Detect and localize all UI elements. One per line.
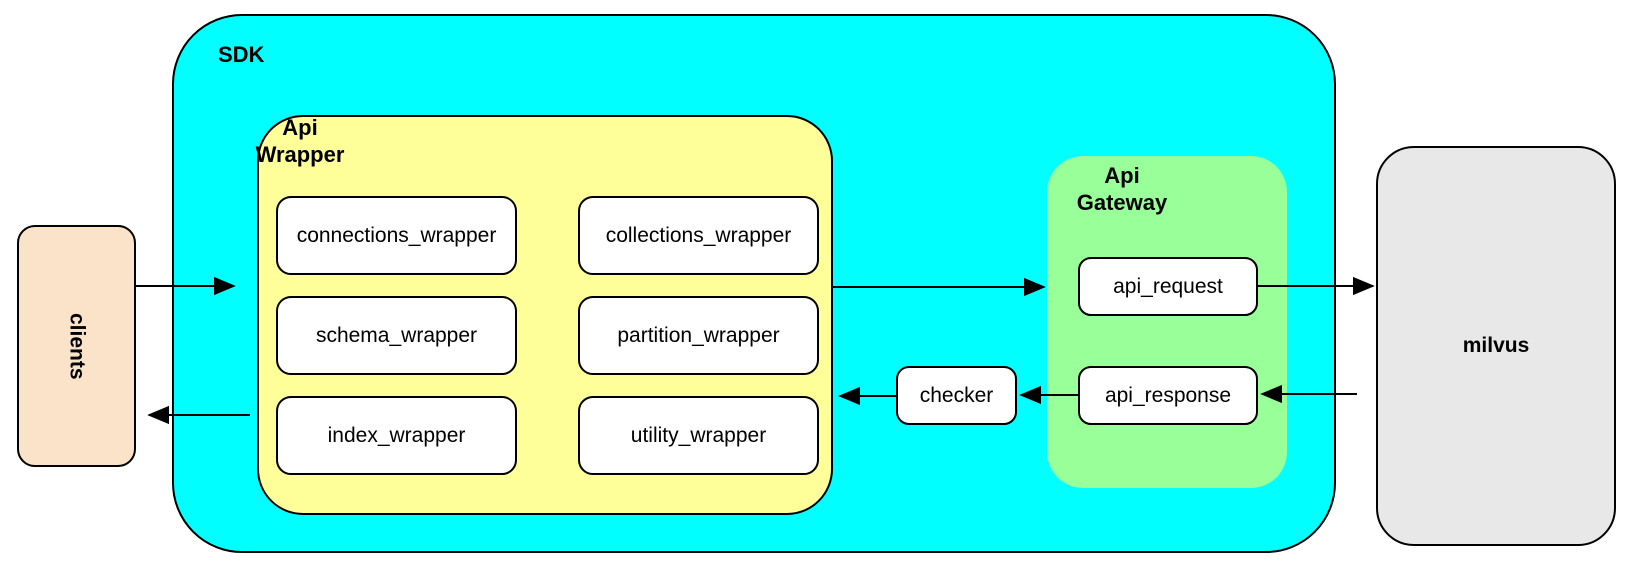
clients-box: clients bbox=[17, 225, 136, 467]
api-wrapper-label-line1: Api bbox=[282, 115, 318, 140]
node-label: connections_wrapper bbox=[296, 223, 497, 247]
node-label: api_request bbox=[1113, 274, 1223, 298]
node-schema-wrapper: schema_wrapper bbox=[276, 296, 517, 375]
api-wrapper-label: Api Wrapper bbox=[245, 114, 355, 168]
milvus-label: milvus bbox=[1462, 334, 1530, 357]
node-label: checker bbox=[919, 383, 994, 407]
node-label: index_wrapper bbox=[327, 423, 466, 447]
clients-label: clients bbox=[65, 312, 89, 380]
api-gateway-label-line2: Gateway bbox=[1076, 190, 1168, 215]
node-label: api_response bbox=[1104, 383, 1232, 407]
node-label: partition_wrapper bbox=[617, 323, 780, 347]
node-collections-wrapper: collections_wrapper bbox=[578, 196, 819, 275]
api-gateway-container bbox=[1047, 156, 1287, 488]
node-label: schema_wrapper bbox=[315, 323, 478, 347]
api-gateway-label-line1: Api bbox=[1104, 163, 1140, 188]
node-label: utility_wrapper bbox=[630, 423, 767, 447]
node-api-response: api_response bbox=[1078, 366, 1258, 425]
api-wrapper-label-line2: Wrapper bbox=[255, 142, 345, 167]
node-api-request: api_request bbox=[1078, 257, 1258, 316]
node-label: collections_wrapper bbox=[605, 223, 792, 247]
milvus-box: milvus bbox=[1376, 146, 1616, 546]
node-connections-wrapper: connections_wrapper bbox=[276, 196, 517, 275]
api-gateway-label: Api Gateway bbox=[1072, 162, 1172, 216]
node-utility-wrapper: utility_wrapper bbox=[578, 396, 819, 475]
node-index-wrapper: index_wrapper bbox=[276, 396, 517, 475]
node-checker: checker bbox=[896, 366, 1017, 425]
node-partition-wrapper: partition_wrapper bbox=[578, 296, 819, 375]
sdk-label: SDK bbox=[218, 42, 265, 67]
